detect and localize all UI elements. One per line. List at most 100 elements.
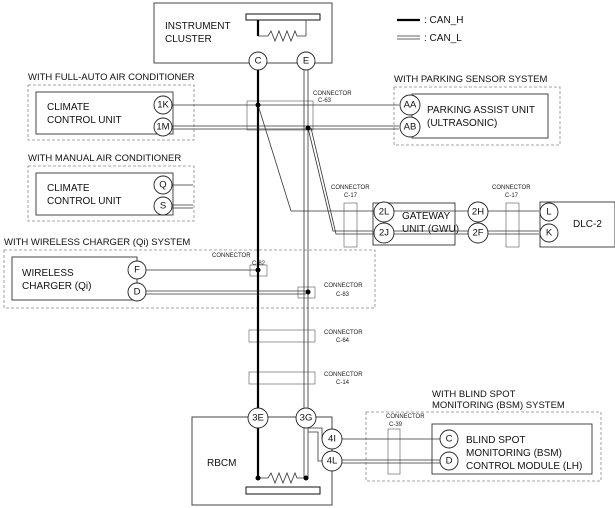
connector-c39-box xyxy=(387,428,401,475)
climate-full-label-line2: CONTROL UNIT xyxy=(47,115,122,126)
pin-bsm-c: C xyxy=(446,434,453,445)
pin-rbcm-4i: 4I xyxy=(328,434,336,445)
section-box-manual-ac xyxy=(27,165,195,222)
splice-can-l-c83 xyxy=(305,289,311,295)
pin-rbcm-4l: 4L xyxy=(327,456,338,467)
pin-wc-d: D xyxy=(134,287,141,298)
legend: : CAN_H : CAN_L xyxy=(397,15,463,44)
instrument-cluster-label-line1: INSTRUMENT xyxy=(165,21,231,32)
connector-c82-label-line1: CONNECTOR xyxy=(212,253,251,259)
pin-rbcm-3g: 3G xyxy=(300,413,313,424)
pin-gw-2h: 2H xyxy=(472,207,484,218)
pin-ic-e-circle xyxy=(296,51,316,71)
connector-c39-label-line2: C-39 xyxy=(389,422,403,428)
rbcm-resistor xyxy=(258,471,306,485)
pin-gw-2f: 2F xyxy=(472,228,483,239)
pin-dlc-k: K xyxy=(546,228,553,239)
rbcm-label: RBCM xyxy=(207,458,236,469)
can-l-branch-gateway-b xyxy=(310,127,373,235)
pin-pa-ab-circle xyxy=(399,116,421,138)
connector-c14-label-line2: C-14 xyxy=(336,380,350,386)
can-l-branch-gateway-a xyxy=(307,127,373,232)
parking-assist-label-line1: PARKING ASSIST UNIT xyxy=(427,105,535,116)
gateway-label-line2: UNIT (GWU) xyxy=(402,224,459,235)
section-box-wireless-charger xyxy=(3,249,376,309)
pin-manual-q: Q xyxy=(159,180,166,191)
pin-wc-d-circle xyxy=(127,282,147,302)
pins: C E 1K 1M Q S F D AA AB 2L 2J 2H 2F L K … xyxy=(127,51,559,472)
wireless-charger-label-line1: WIRELESS xyxy=(22,268,74,279)
pin-climate-1k-circle xyxy=(153,95,173,115)
instrument-cluster-resistor xyxy=(258,29,306,43)
gateway-label-line1: GATEWAY xyxy=(402,211,450,222)
can-l-rbcm-4l-link xyxy=(308,431,322,462)
instrument-cluster-terminator-bar xyxy=(245,13,321,21)
section-box-bsm xyxy=(365,411,602,482)
can-h-rbcm-4i-link xyxy=(308,427,323,439)
pin-gw-2j: 2J xyxy=(379,228,389,239)
pin-bsm-d-circle xyxy=(439,451,459,471)
connector-c14-box xyxy=(248,371,316,385)
parking-assist-unit-box xyxy=(411,93,549,139)
splice-can-h-rbcm-term xyxy=(255,475,261,481)
connector-c17b-label-line2: C-17 xyxy=(505,193,519,199)
pin-pa-aa: AA xyxy=(404,100,417,111)
pin-dlc-l: L xyxy=(546,207,551,218)
section-label-full-auto-ac: WITH FULL-AUTO AIR CONDITIONER xyxy=(28,72,195,83)
instrument-cluster-terminator xyxy=(245,13,321,43)
climate-manual-label-line2: CONTROL UNIT xyxy=(47,196,122,207)
splice-can-h-c63 xyxy=(255,102,261,108)
climate-control-unit-full-box xyxy=(35,91,174,135)
climate-control-unit-manual-box xyxy=(35,172,174,216)
connector-c14-label-line1: CONNECTOR xyxy=(324,372,363,378)
connector-c63-label-line2: C-63 xyxy=(318,98,332,104)
section-box-full-auto-ac xyxy=(27,84,195,141)
can-l-wiring xyxy=(146,70,539,478)
bsm-label-line1: BLIND SPOT xyxy=(466,435,525,446)
pin-rbcm-3e-circle xyxy=(247,407,269,429)
section-label-wireless-charger: WITH WIRELESS CHARGER (Qi) SYSTEM xyxy=(4,237,190,248)
splice-can-l-rbcm-term xyxy=(303,475,309,481)
pin-rbcm-4i-circle xyxy=(321,428,343,450)
can-h-branches xyxy=(146,104,539,440)
rbcm-terminator-bar xyxy=(245,486,321,495)
can-h-branch-gateway xyxy=(257,104,373,212)
connector-c39-label-line1: CONNECTOR xyxy=(386,414,425,420)
connector-c17a-box xyxy=(343,202,358,248)
pin-manual-s: S xyxy=(160,201,166,212)
pin-bsm-d: D xyxy=(446,456,453,467)
wireless-charger-label-line2: CHARGER (Qi) xyxy=(22,281,91,292)
legend-can-l-label: : CAN_L xyxy=(424,33,462,44)
bsm-label-line3: CONTROL MODULE (LH) xyxy=(466,461,582,472)
pin-ic-e: E xyxy=(303,56,309,67)
pin-wc-f: F xyxy=(134,265,140,276)
connector-c17a-label-line1: CONNECTOR xyxy=(331,185,370,191)
section-label-bsm-line2: MONITORING (BSM) SYSTEM xyxy=(432,400,565,411)
instrument-cluster-label-line2: CLUSTER xyxy=(165,34,212,45)
pin-rbcm-3e: 3E xyxy=(252,413,264,424)
connector-c17b-label-line1: CONNECTOR xyxy=(492,185,531,191)
pin-climate-1m: 1M xyxy=(156,122,169,133)
pin-ic-c: C xyxy=(255,56,262,67)
pin-gw-2j-circle xyxy=(373,222,395,244)
pin-wc-f-circle xyxy=(127,260,147,280)
section-label-parking-sensor: WITH PARKING SENSOR SYSTEM xyxy=(394,74,548,85)
pin-manual-s-circle xyxy=(153,196,173,216)
pin-rbcm-4l-circle xyxy=(321,450,343,472)
splice-can-h-c82 xyxy=(255,267,261,273)
rbcm-terminator xyxy=(245,471,321,495)
pin-dlc-k-circle xyxy=(539,223,559,243)
splice-can-l-c63 xyxy=(305,125,311,131)
dlc-2-label: DLC-2 xyxy=(573,219,602,230)
bsm-label-line2: MONITORING (BSM) xyxy=(466,448,562,459)
section-label-bsm-line1: WITH BLIND SPOT xyxy=(432,389,516,400)
connector-c17a-label-line2: C-17 xyxy=(344,193,358,199)
pin-dlc-l-circle xyxy=(539,202,559,222)
connector-c63-label-line1: CONNECTOR xyxy=(313,91,352,97)
section-label-manual-ac: WITH MANUAL AIR CONDITIONER xyxy=(28,153,181,164)
pin-gw-2f-circle xyxy=(467,222,489,244)
pin-manual-q-circle xyxy=(153,175,173,195)
pin-ic-c-circle xyxy=(248,51,268,71)
pin-pa-aa-circle xyxy=(399,94,421,116)
